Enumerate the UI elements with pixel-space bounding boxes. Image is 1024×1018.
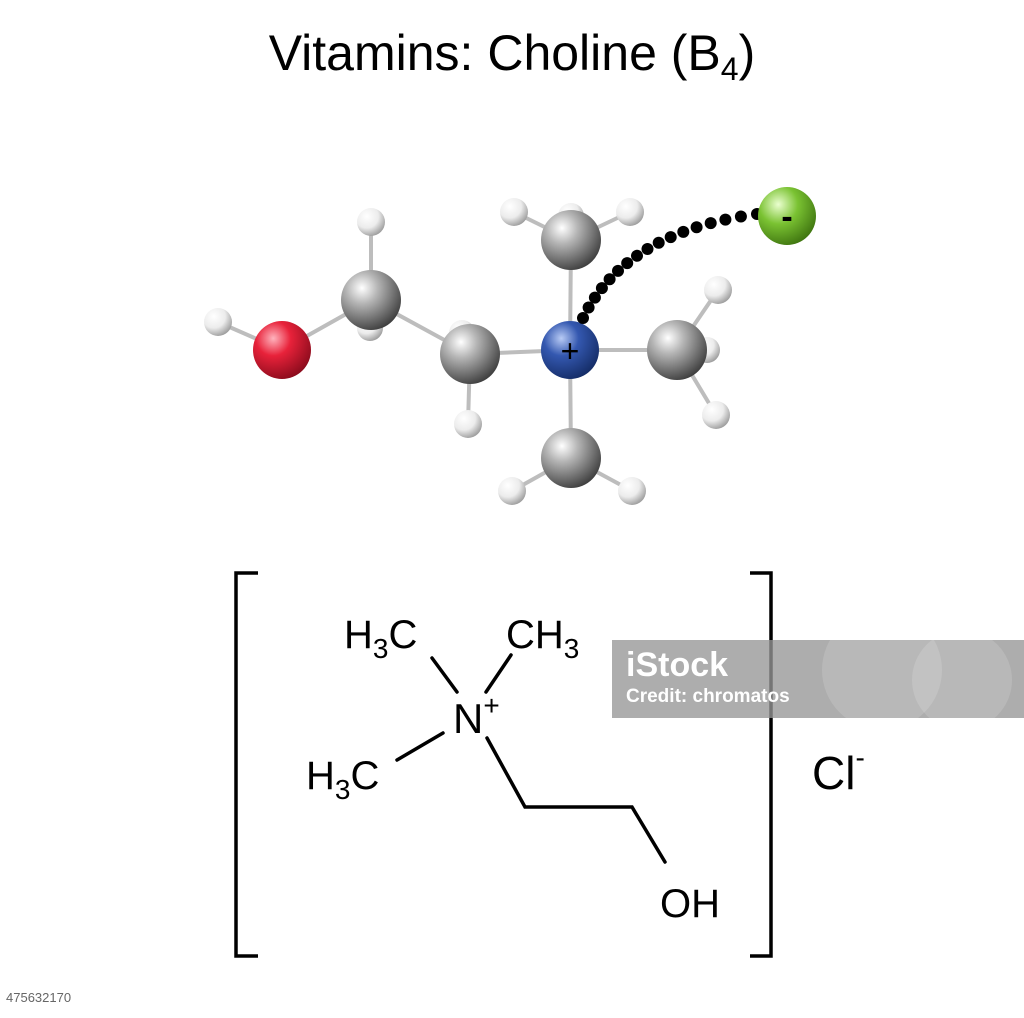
hydrogen-atom (500, 198, 528, 226)
nitrogen-label: N+ (453, 690, 500, 742)
interaction-dot (719, 213, 732, 226)
carbon-atom (541, 210, 601, 270)
methyl-group-lower-left: H3C (306, 754, 379, 805)
bond-line (485, 736, 667, 864)
methyl-group-upper-left: H3C (344, 613, 417, 664)
interaction-dot (704, 217, 717, 230)
title-text: Vitamins: Choline (B (268, 25, 721, 81)
title-subscript: 4 (720, 51, 739, 87)
cation-charge: + (561, 333, 580, 369)
structural-formula: H3C CH3 H3C N+ OH Cl- (234, 571, 865, 958)
interaction-dot (595, 282, 608, 295)
interaction-dot (652, 236, 665, 249)
interaction-dot (690, 221, 703, 234)
carbon-atom (647, 320, 707, 380)
hydrogen-atom (357, 208, 385, 236)
methyl-group-upper-right: CH3 (506, 613, 579, 664)
interaction-dot (612, 264, 624, 277)
hydrogen-atom (498, 477, 526, 505)
bond-line (430, 656, 459, 694)
interaction-dot (582, 301, 595, 314)
chloride-ion-label: Cl- (812, 742, 865, 799)
carbon-atom (541, 428, 601, 488)
hydrogen-atom (616, 198, 644, 226)
chlorine-atom (758, 187, 816, 245)
anion-charge: - (781, 198, 792, 236)
hydrogen-atom (618, 477, 646, 505)
formula-bonds (395, 653, 667, 864)
interaction-dot (664, 231, 677, 244)
credit-text: Credit: chromatos (626, 686, 790, 707)
hydrogen-atom (454, 410, 482, 438)
interaction-dot (577, 312, 589, 324)
interaction-dot (631, 249, 643, 262)
interaction-dot (734, 210, 747, 223)
bond-line (484, 653, 513, 694)
bond-line (395, 731, 445, 762)
interaction-dot (603, 273, 616, 286)
hydroxyl-label: OH (660, 882, 720, 926)
title-closing: ) (738, 25, 756, 81)
oxygen-atom (253, 321, 311, 379)
hydrogen-atom (704, 276, 732, 304)
hydrogen-atom (204, 308, 232, 336)
stock-id: 475632170 (6, 990, 72, 1005)
page-title: Vitamins: Choline (B4) (0, 25, 1024, 85)
nitrogen-atom (541, 321, 599, 379)
interaction-dot (621, 257, 634, 270)
ball-and-stick-model: + - (204, 187, 816, 505)
interaction-dot (588, 291, 601, 304)
bracket-left (234, 571, 258, 958)
interaction-dot (641, 243, 654, 255)
stock-logo: iStock (626, 646, 729, 684)
hydrogen-atom (702, 401, 730, 429)
carbon-atom (341, 270, 401, 330)
carbon-atom (440, 324, 500, 384)
interaction-dot (677, 225, 690, 238)
bracket-right (750, 571, 773, 958)
stock-watermark: iStock Credit: chromatos (612, 640, 1024, 718)
